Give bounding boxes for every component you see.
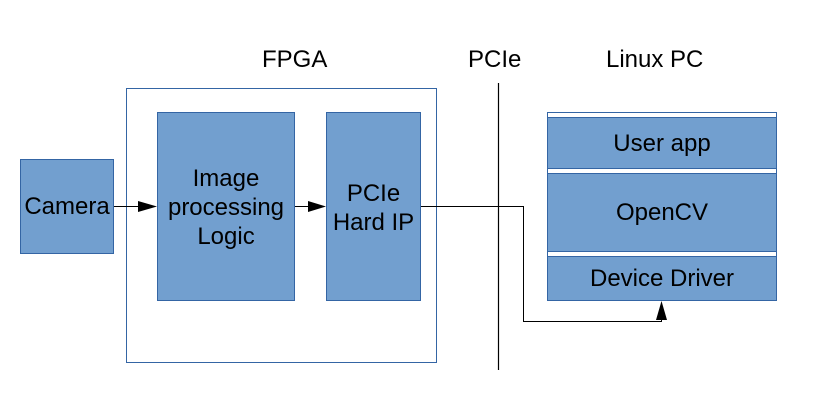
pcie-hard-ip-block: PCIe Hard IP — [326, 112, 421, 301]
fpga-section-label: FPGA — [262, 46, 328, 73]
camera-to-processing-arrowhead — [138, 201, 157, 212]
processing-to-pcie-arrowhead — [308, 201, 326, 212]
camera-block: Camera — [20, 159, 114, 254]
opencv-label: OpenCV — [615, 199, 709, 226]
image-processing-block: Image processing Logic — [157, 112, 295, 301]
pcie-to-driver-connector — [421, 206, 662, 322]
pcie-section-label: PCIe — [468, 46, 522, 73]
stack-layer-device-driver: Device Driver — [547, 256, 777, 301]
camera-label: Camera — [24, 193, 110, 220]
pcie-hard-ip-label: PCIe Hard IP — [332, 180, 415, 236]
user-app-label: User app — [613, 129, 711, 157]
image-processing-label: Image processing Logic — [167, 165, 285, 250]
linux-pc-section-label: Linux PC — [606, 46, 704, 73]
fpga-container — [126, 88, 437, 363]
device-driver-label: Device Driver — [589, 265, 735, 292]
pcie-to-driver-arrowhead — [656, 301, 667, 320]
stack-layer-user-app: User app — [547, 117, 777, 169]
stack-layer-opencv: OpenCV — [547, 173, 777, 252]
